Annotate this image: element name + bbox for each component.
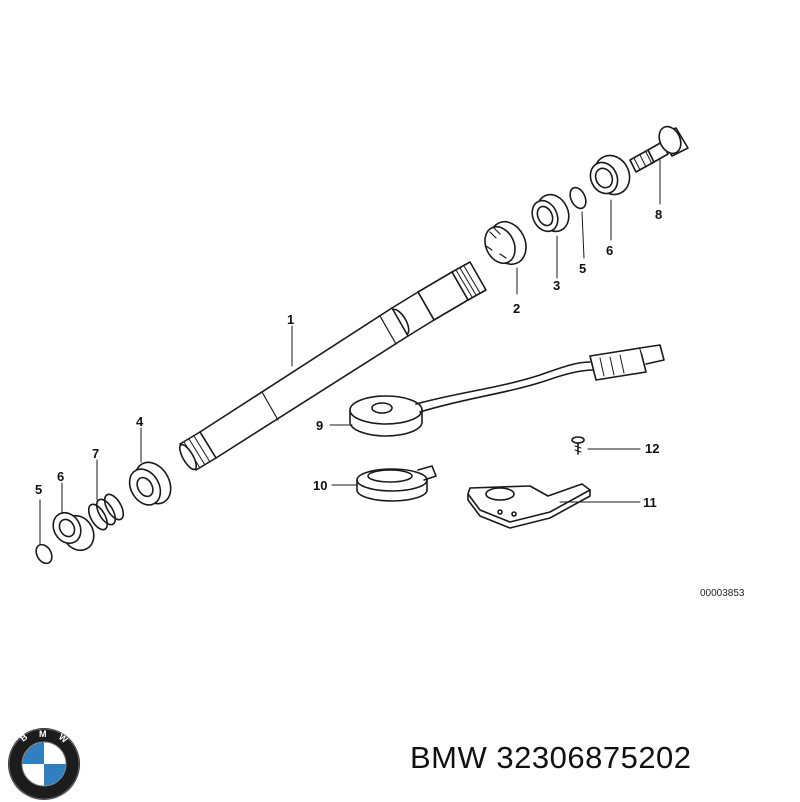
bracket <box>467 483 591 529</box>
callout-6-left: 6 <box>57 469 64 484</box>
hex-bolt <box>629 125 689 173</box>
callout-8: 8 <box>655 207 662 222</box>
bearing-lower <box>128 461 172 506</box>
part-number: 32306875202 <box>496 740 692 775</box>
steering-shaft <box>178 261 487 471</box>
sleeve-upper <box>589 154 631 196</box>
callout-9: 9 <box>316 418 323 433</box>
callout-5-right: 5 <box>579 261 586 276</box>
callout-2: 2 <box>513 301 520 316</box>
callout-6-right: 6 <box>606 243 613 258</box>
coupling-sleeve <box>484 221 527 265</box>
logo-letter-b: B <box>18 731 30 743</box>
circlip-upper <box>569 186 587 210</box>
callout-5-left: 5 <box>35 482 42 497</box>
sensor-ring <box>356 465 437 502</box>
callout-3: 3 <box>553 278 560 293</box>
logo-letter-m: M <box>39 729 47 739</box>
callout-1: 1 <box>287 312 294 327</box>
callout-12: 12 <box>645 441 659 456</box>
drawing-number: 00003853 <box>700 588 745 599</box>
leader-lines <box>39 159 661 545</box>
callout-10: 10 <box>313 478 327 493</box>
callout-4: 4 <box>136 414 144 429</box>
screw <box>571 436 585 455</box>
bearing-upper <box>531 193 570 233</box>
footer-caption: BMW 32306875202 <box>410 740 692 776</box>
spring <box>87 493 125 531</box>
brand-name: BMW <box>410 740 488 775</box>
circlip-lower <box>35 543 53 565</box>
bmw-logo: B M W <box>8 728 80 800</box>
callout-7: 7 <box>92 446 99 461</box>
angle-sensor <box>349 344 665 437</box>
sleeve-lower <box>52 511 95 552</box>
callout-11: 11 <box>643 495 657 510</box>
